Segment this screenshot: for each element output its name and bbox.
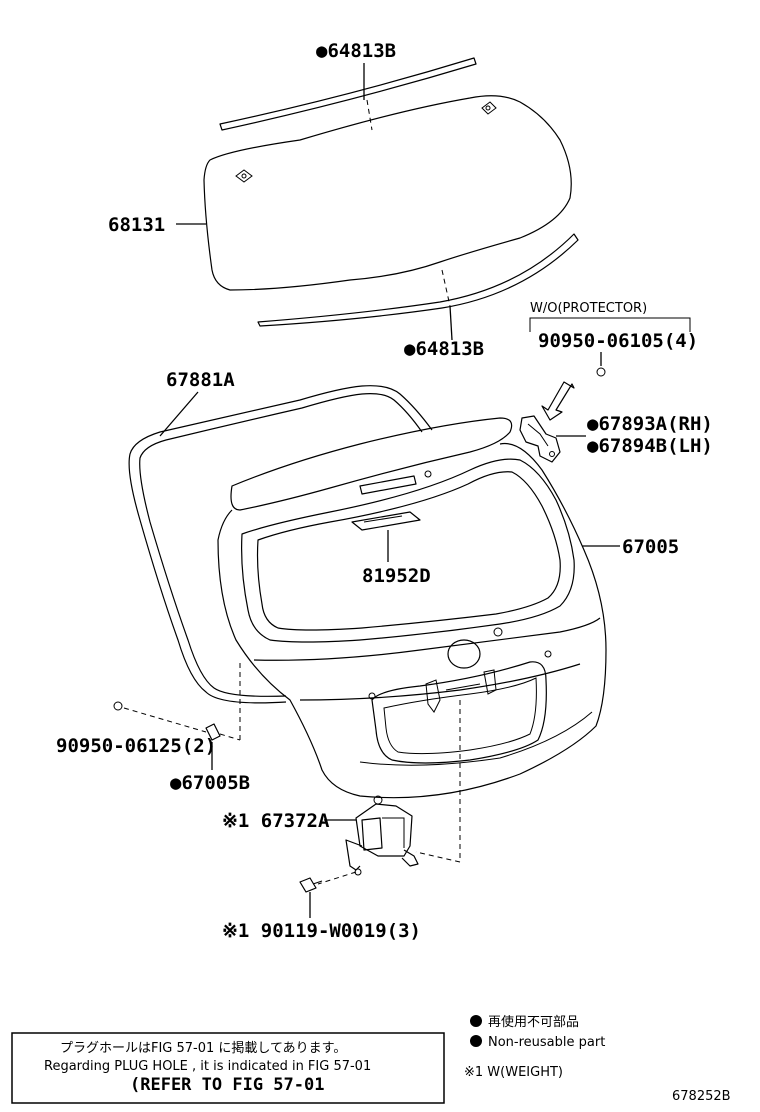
non-reusable-bullet-icon-2	[470, 1035, 482, 1047]
label-64813b-top[interactable]: ●64813B	[316, 40, 396, 62]
label-67881a[interactable]: 67881A	[166, 369, 235, 391]
weatherstrip-drawing	[128, 385, 433, 704]
reference-line-refer[interactable]: (REFER TO FIG 57-01	[130, 1075, 324, 1095]
label-90950-06105[interactable]: 90950-06105(4)	[538, 330, 698, 352]
legend-note1: ※1 W(WEIGHT)	[464, 1065, 563, 1080]
dash-bolt	[317, 871, 357, 885]
clip-90950-06105	[596, 367, 606, 377]
bracket-wo-protector	[529, 317, 691, 332]
dash-64813b-bottom	[441, 269, 451, 307]
dash-67005b	[219, 733, 241, 741]
dash-90950-06125	[123, 707, 207, 733]
leader-67881a	[159, 391, 199, 437]
label-90119[interactable]: ※1 90119-W0019(3)	[222, 920, 421, 942]
cushion-67005b-drawing	[205, 723, 221, 741]
hinge-drawing	[519, 415, 561, 463]
upper-moulding-drawing	[219, 57, 477, 131]
label-67372a[interactable]: ※1 67372A	[222, 810, 330, 832]
label-67005[interactable]: 67005	[622, 536, 679, 558]
reference-line-en[interactable]: Regarding PLUG HOLE , it is indicated in…	[44, 1059, 371, 1074]
label-67005b[interactable]: ●67005B	[170, 772, 250, 794]
label-67893a[interactable]: ●67893A(RH)	[587, 413, 713, 435]
weight-drawing	[345, 795, 419, 876]
label-wo-protector: W/O(PROTECTOR)	[530, 301, 647, 316]
direction-arrow-icon	[541, 381, 575, 421]
label-68131[interactable]: 68131	[108, 214, 165, 236]
bolt-drawing	[299, 877, 323, 893]
reference-line-jp: プラグホールはFIG 57-01 に掲載してあります。	[60, 1040, 346, 1056]
label-90950-06125[interactable]: 90950-06125(2)	[56, 735, 216, 757]
figure-id: 678252B	[672, 1089, 731, 1104]
label-67894b[interactable]: ●67894B(LH)	[587, 435, 713, 457]
clip-90950-06125	[113, 701, 123, 711]
label-81952d[interactable]: 81952D	[362, 565, 431, 587]
legend-non-reusable-jp: 再使用不可部品	[488, 1014, 579, 1030]
back-glass-drawing	[203, 95, 572, 291]
lower-moulding-drawing	[257, 233, 579, 327]
non-reusable-bullet-icon	[470, 1015, 482, 1027]
dash-64813b-top	[366, 99, 373, 131]
legend-non-reusable-en: Non-reusable part	[488, 1035, 605, 1050]
back-door-panel-drawing	[217, 417, 607, 799]
dash-weight-join	[415, 851, 461, 863]
label-64813b-bottom[interactable]: ●64813B	[404, 338, 484, 360]
leader-64813b-bottom	[449, 305, 453, 341]
reference-box	[11, 1032, 445, 1104]
